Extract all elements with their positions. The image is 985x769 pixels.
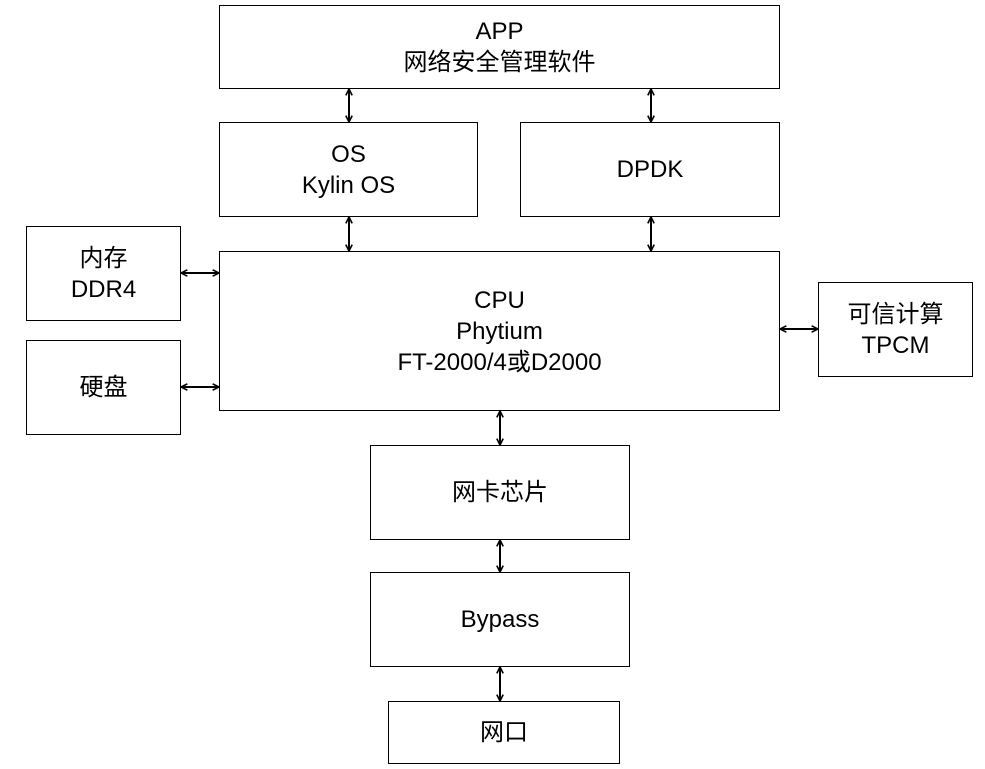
- bypass-title: Bypass: [460, 606, 540, 633]
- port-box: 网口: [388, 701, 620, 764]
- disk-box: 硬盘: [26, 340, 181, 435]
- tpcm-box: 可信计算 TPCM: [818, 282, 973, 377]
- disk-title: 硬盘: [79, 373, 128, 401]
- os-subtitle: Kylin OS: [301, 171, 396, 199]
- nic-title: 网卡芯片: [452, 478, 548, 506]
- memory-subtitle: DDR4: [70, 275, 137, 303]
- cpu-title: CPU: [474, 286, 525, 314]
- bypass-box: Bypass: [370, 572, 630, 667]
- dpdk-box: DPDK: [520, 122, 780, 217]
- memory-box: 内存 DDR4: [26, 226, 181, 321]
- os-box: OS Kylin OS: [219, 122, 478, 217]
- memory-title: 内存: [79, 243, 128, 272]
- app-box: APP 网络安全管理软件: [219, 5, 780, 89]
- cpu-model: FT-2000/4或D2000: [397, 348, 602, 376]
- os-title: OS: [331, 140, 366, 168]
- tpcm-title: 可信计算: [847, 299, 944, 328]
- dpdk-title: DPDK: [616, 156, 684, 183]
- port-title: 网口: [480, 718, 528, 746]
- cpu-vendor: Phytium: [456, 317, 543, 345]
- cpu-box: CPU Phytium FT-2000/4或D2000: [219, 251, 780, 411]
- app-subtitle: 网络安全管理软件: [403, 48, 596, 76]
- tpcm-subtitle: TPCM: [861, 331, 930, 359]
- app-title: APP: [475, 18, 524, 45]
- nic-box: 网卡芯片: [370, 445, 630, 540]
